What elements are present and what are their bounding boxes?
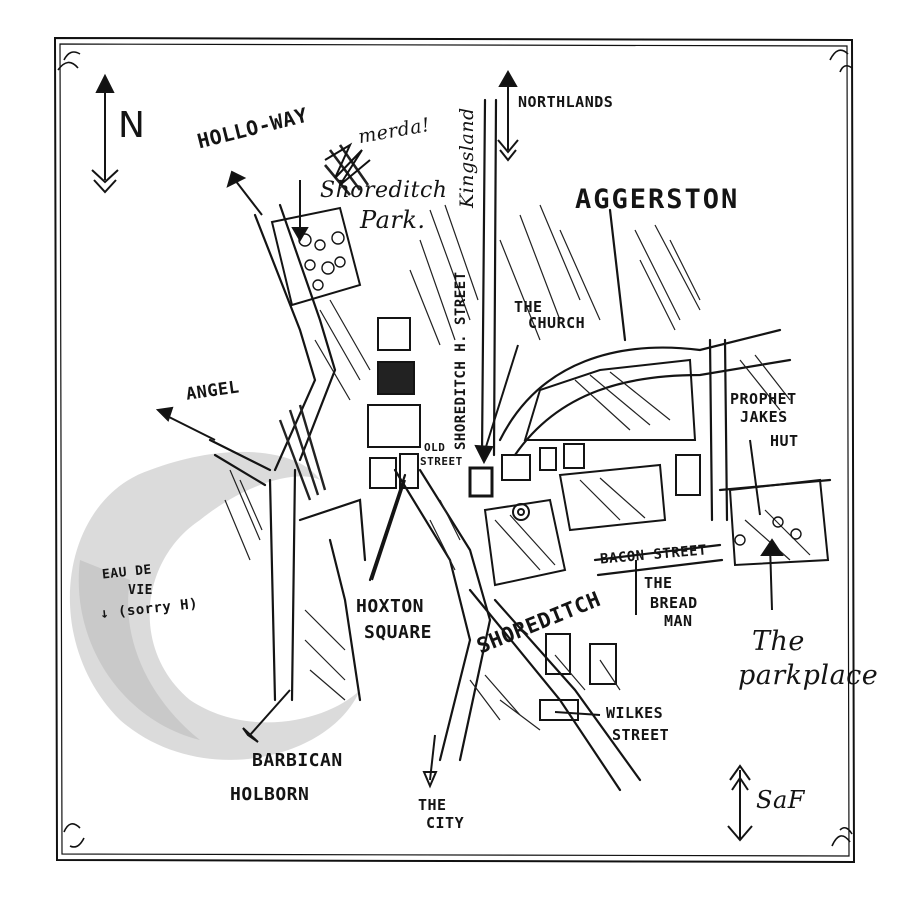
ink-wash-stain bbox=[69, 451, 360, 760]
city-blocks bbox=[270, 206, 830, 721]
artist-signature: SaF bbox=[756, 786, 805, 814]
label-parkplace-2: parkplace bbox=[738, 660, 879, 691]
label-hoxton-2: SQUARE bbox=[364, 622, 433, 643]
label-aggerston: AGGERSTON bbox=[575, 184, 740, 215]
label-wilkes-2: STREET bbox=[612, 726, 670, 744]
label-the-city-1: THE bbox=[418, 796, 447, 814]
label-old-street-2: STREET bbox=[420, 455, 463, 468]
hatching bbox=[224, 144, 811, 731]
label-shoreditch-park-2: Park. bbox=[360, 206, 426, 234]
label-the-city-2: CITY bbox=[426, 814, 465, 832]
label-bread-man-2: BREAD bbox=[650, 594, 698, 612]
label-kingsland: Kingsland bbox=[456, 107, 478, 208]
pointer-arrows bbox=[91, 69, 784, 842]
label-shoreditch-high-street: SHOREDITCH H. STREET bbox=[453, 271, 469, 450]
label-prophet-1: PROPHET bbox=[730, 390, 797, 408]
label-shoreditch-park-1: Shoreditch bbox=[320, 178, 448, 203]
label-bread-man-3: MAN bbox=[664, 612, 693, 630]
shoreditch-park-block bbox=[270, 206, 362, 307]
label-northlands: NORTHLANDS bbox=[518, 93, 614, 111]
label-the-church-2: CHURCH bbox=[528, 314, 586, 332]
label-the-church-1: THE bbox=[514, 298, 543, 316]
label-parkplace-1: The bbox=[752, 626, 805, 657]
map-frame bbox=[53, 36, 856, 864]
label-holborn: HOLBORN bbox=[230, 784, 310, 805]
label-wilkes-1: WILKES bbox=[606, 704, 664, 722]
corner-flourishes bbox=[57, 49, 853, 848]
label-old-street-1: OLD bbox=[424, 441, 446, 454]
label-eau-de-vie-2: VIE bbox=[128, 583, 153, 598]
scribble-blot bbox=[324, 142, 371, 186]
north-label: N bbox=[118, 105, 146, 146]
park-trees bbox=[298, 231, 802, 546]
label-bread-man-1: THE bbox=[644, 574, 673, 592]
label-prophet-2: JAKES bbox=[740, 408, 788, 426]
label-hoxton-1: HOXTON bbox=[356, 596, 425, 617]
label-barbican: BARBICAN bbox=[252, 750, 343, 771]
label-prophet-3: HUT bbox=[770, 432, 799, 450]
